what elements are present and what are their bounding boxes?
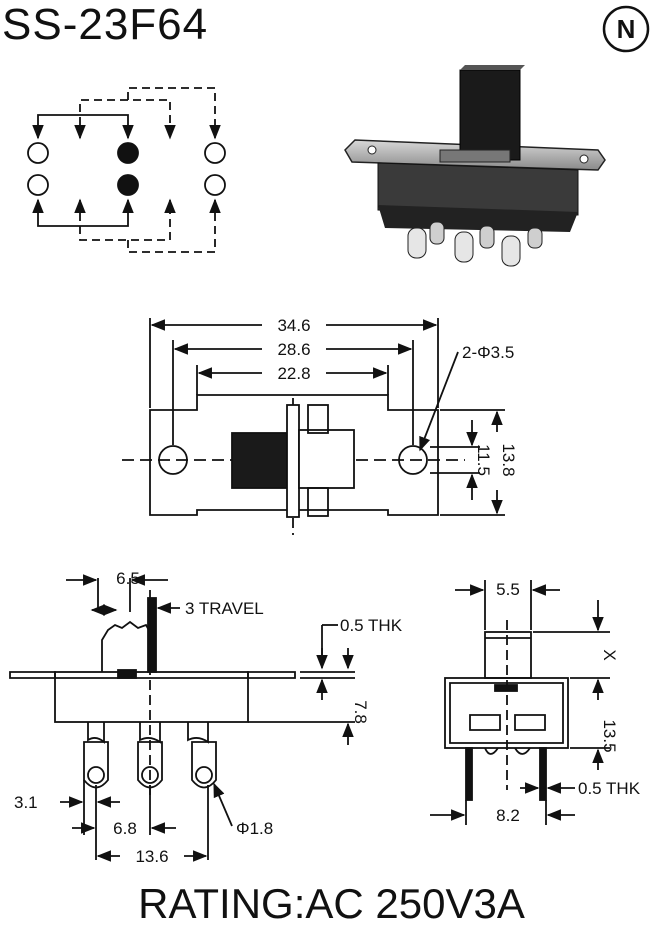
dim-side-actuator-width: 5.5: [496, 580, 520, 599]
terminal-common: [117, 142, 139, 164]
dim-side-actuator-height: X: [600, 649, 619, 660]
terminal-open: [204, 142, 226, 164]
dim-pin-pitch: 6.8: [113, 819, 137, 838]
circuit-schematic: [27, 87, 226, 253]
front-view-drawing: [9, 574, 355, 862]
dim-travel: 3 TRAVEL: [185, 599, 264, 618]
terminal-common: [117, 174, 139, 196]
dim-mount-holes: 28.6: [277, 340, 310, 359]
dim-thickness: 0.5 THK: [340, 616, 403, 635]
dim-actuator-width: 6.5: [116, 569, 140, 588]
rating-text: RATING:AC 250V3A: [138, 880, 525, 927]
dim-side-pin-span: 8.2: [496, 806, 520, 825]
dim-height-inner: 11.5: [474, 444, 493, 476]
dim-pin-span: 13.6: [135, 847, 168, 866]
dim-pin-offset: 3.1: [14, 793, 38, 812]
terminal-open: [27, 174, 49, 196]
switch-illustration: [344, 65, 606, 267]
dim-body-height: 7.8: [351, 700, 370, 724]
terminal-open: [27, 142, 49, 164]
page-title: SS-23F64: [2, 0, 209, 49]
dim-hole-callout: 2-Φ3.5: [462, 343, 514, 362]
top-view-drawing: [122, 318, 505, 535]
dim-height-outer: 13.8: [499, 443, 518, 476]
dim-side-body-height: 13.5: [600, 719, 619, 752]
dim-side-pin-thickness: 0.5 THK: [578, 779, 641, 798]
dim-pin-diameter: Φ1.8: [236, 819, 273, 838]
dim-overall-length: 34.6: [277, 316, 310, 335]
brand-letter: N: [617, 14, 636, 44]
terminal-open: [204, 174, 226, 196]
brand-logo: N: [602, 5, 650, 53]
side-view-drawing: [430, 580, 610, 825]
dim-slot: 22.8: [277, 364, 310, 383]
